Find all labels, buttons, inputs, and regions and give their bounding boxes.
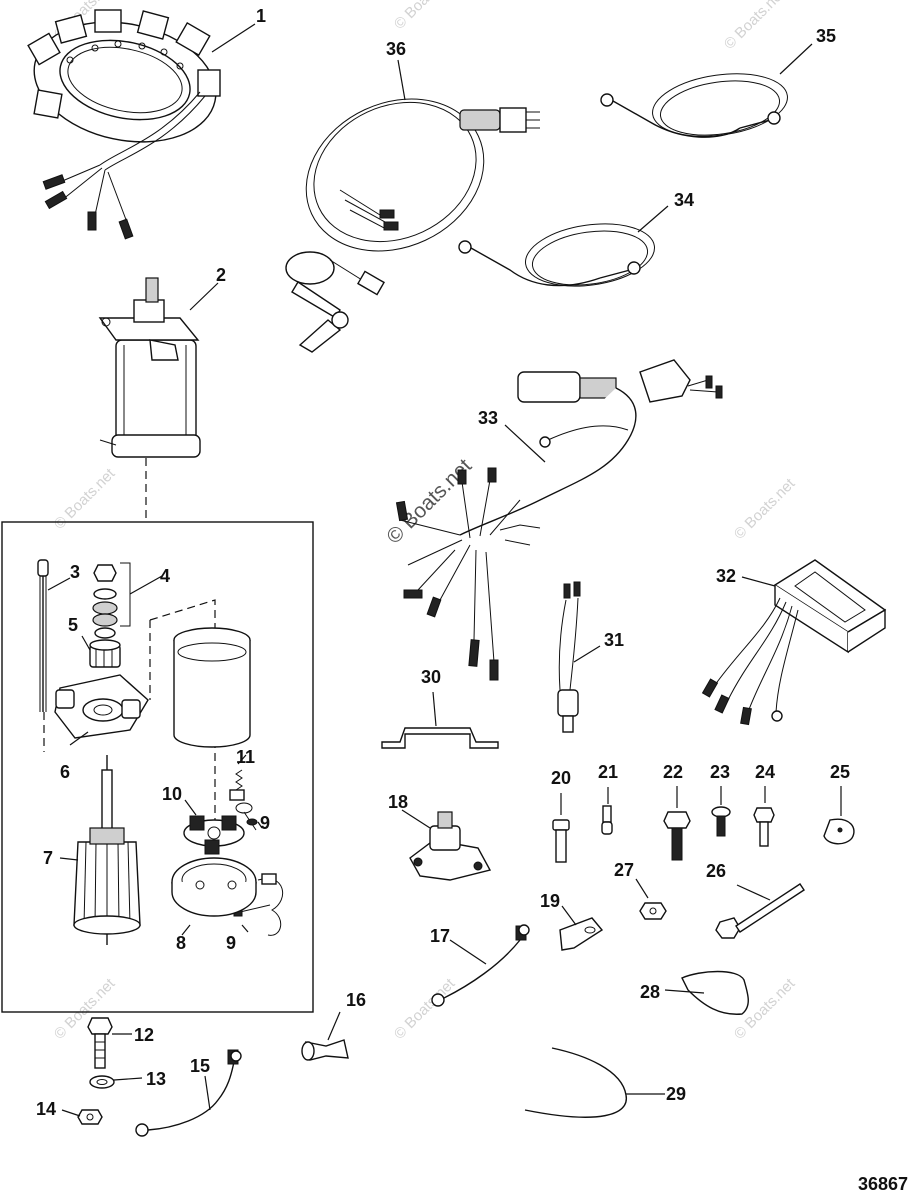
callout-21: 21 (598, 762, 618, 782)
part-31-switch-lead (557, 581, 581, 733)
part-20-bolt (552, 819, 570, 863)
callout-20: 20 (551, 768, 571, 788)
watermark: © Boats.net (391, 0, 459, 33)
part-24-bolt (753, 807, 775, 847)
part-16-terminal-boot (301, 1039, 349, 1061)
callout-14: 14 (36, 1099, 56, 1119)
callout-7: 7 (43, 848, 53, 868)
part-13-lock-washer (89, 1075, 115, 1089)
part-14-nut (77, 1109, 103, 1125)
callout-1: 1 (256, 6, 266, 26)
part-36-key-switch-harness (285, 98, 540, 353)
part-33-wiring-harness (395, 359, 723, 681)
part-22-hex-bolt (663, 811, 691, 861)
watermark: © Boats.net (391, 975, 459, 1043)
starter-exploded-view-frame (1, 521, 314, 1013)
part-10-brush-plate (183, 815, 245, 855)
part-30-bracket (381, 727, 499, 749)
callout-31: 31 (604, 630, 624, 650)
callout-9-second: 9 (226, 933, 236, 953)
callout-17: 17 (430, 926, 450, 946)
part-4-pinion-hardware (92, 562, 131, 639)
callout-28: 28 (640, 982, 660, 1002)
watermark: © Boats.net (721, 0, 789, 53)
starter-frame-tube (173, 627, 251, 748)
callout-25: 25 (830, 762, 850, 782)
callout-35: 35 (816, 26, 836, 46)
callout-16: 16 (346, 990, 366, 1010)
callout-11: 11 (236, 747, 255, 767)
part-6-drive-end-cap (43, 674, 149, 752)
callout-4: 4 (160, 566, 170, 586)
callout-32: 32 (716, 566, 736, 586)
part-5-drive-gear (89, 639, 121, 668)
part-28-strap (681, 970, 749, 1015)
part-26-long-bolt (715, 883, 805, 939)
part-3-thru-bolt (37, 559, 49, 712)
part-11-brush-spring (229, 769, 253, 814)
callout-18: 18 (388, 792, 408, 812)
callout-33: 33 (478, 408, 498, 428)
callout-10: 10 (162, 784, 182, 804)
callout-5: 5 (68, 615, 78, 635)
part-15-ground-cable (135, 1049, 242, 1137)
part-34-battery-cable (458, 223, 656, 287)
callout-19: 19 (540, 891, 560, 911)
watermark: © Boats.net (731, 475, 799, 543)
callout-36: 36 (386, 39, 406, 59)
part-23-screw (711, 806, 731, 837)
part-8-commutator-end-cap (171, 857, 283, 936)
callout-2: 2 (216, 265, 226, 285)
part-2-starter-motor (98, 277, 201, 522)
callout-26: 26 (706, 861, 726, 881)
callout-29: 29 (666, 1084, 686, 1104)
part-29-large-strap (524, 1047, 627, 1118)
part-17-cable (431, 924, 530, 1007)
callout-27: 27 (614, 860, 634, 880)
callout-22: 22 (663, 762, 683, 782)
callout-15: 15 (190, 1056, 210, 1076)
callout-24: 24 (755, 762, 775, 782)
callout-13: 13 (146, 1069, 166, 1089)
part-35-battery-cable (600, 73, 788, 138)
part-1-stator (27, 9, 221, 240)
callout-30: 30 (421, 667, 441, 687)
callout-34: 34 (674, 190, 694, 210)
callout-9: 9 (260, 813, 270, 833)
part-27-nut (639, 902, 667, 920)
part-21-terminal (601, 805, 613, 835)
part-25-key-tag (823, 818, 855, 845)
callout-8: 8 (176, 933, 186, 953)
callout-3: 3 (70, 562, 80, 582)
part-32-rectifier (701, 559, 887, 726)
callout-12: 12 (134, 1025, 154, 1045)
callout-6: 6 (60, 762, 70, 782)
part-18-starter-solenoid (409, 811, 492, 881)
part-7-armature (73, 755, 141, 945)
callout-23: 23 (710, 762, 730, 782)
document-number: 36867 (858, 1174, 908, 1194)
part-19-cable-clamp (559, 917, 604, 951)
part-12-bolt (87, 1017, 113, 1069)
